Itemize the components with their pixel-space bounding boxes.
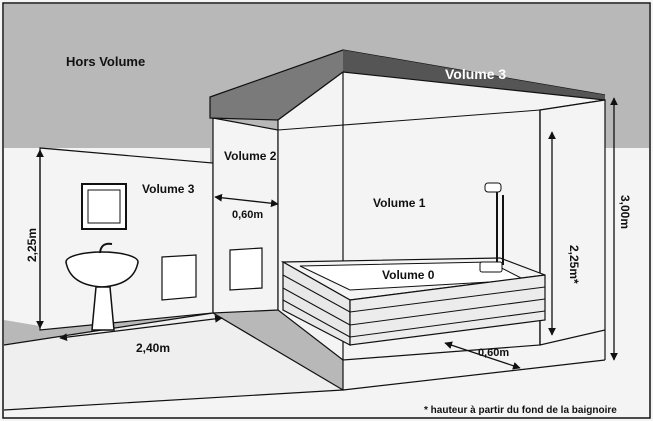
ceiling-band-dark <box>343 50 605 100</box>
footnote: * hauteur à partir du fond de la baignoi… <box>424 405 617 416</box>
left-wall <box>39 147 214 331</box>
dim-ceiling-height: 3,00m <box>618 195 632 229</box>
mirror-icon <box>81 183 127 230</box>
dim-shower-height: 2,25m* <box>567 245 581 284</box>
label-volume3-top: Volume 3 <box>445 66 506 82</box>
label-volume0: Volume 0 <box>382 268 435 282</box>
wall-panel <box>229 247 263 291</box>
dim-bath-offset: 0,60m <box>478 347 509 359</box>
wall-panel <box>161 254 197 301</box>
label-volume3-left: Volume 3 <box>142 182 195 196</box>
label-hors-volume: Hors Volume <box>66 54 145 69</box>
dim-wall-height: 2,25m <box>25 228 39 262</box>
label-volume1: Volume 1 <box>373 196 426 210</box>
label-volume2: Volume 2 <box>224 149 277 163</box>
right-wall <box>539 99 606 346</box>
dim-volume2-width: 0,60m <box>232 209 263 221</box>
shower-icon <box>479 182 504 273</box>
dim-floor-width: 2,40m <box>136 341 170 355</box>
